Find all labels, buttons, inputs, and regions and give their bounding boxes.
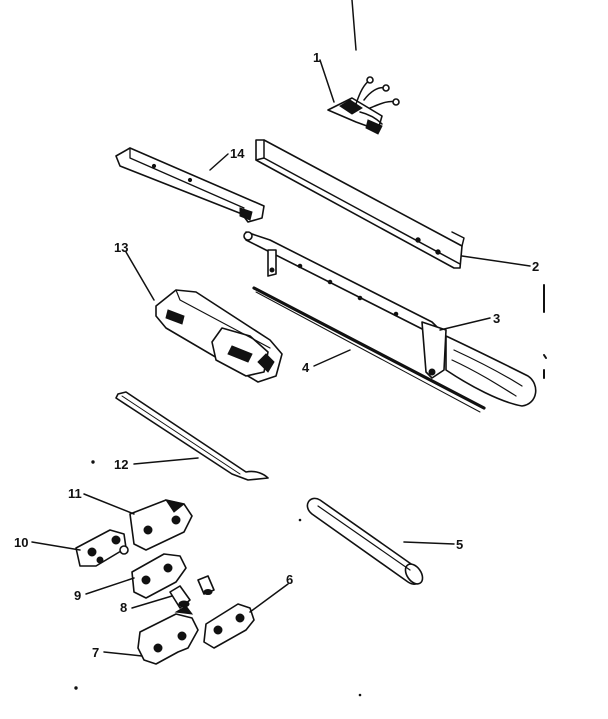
label-2: 2 [532,259,539,274]
label-13: 13 [114,240,128,255]
scan-marks [74,0,547,697]
part-4-rod [252,286,486,413]
part-5-sleeve [306,497,424,585]
label-10: 10 [14,535,28,550]
label-1: 1 [313,50,320,65]
label-5: 5 [456,537,463,552]
part-14-channel-arm [115,147,265,223]
label-3: 3 [493,311,500,326]
label-9: 9 [74,588,81,603]
part-9-plate [131,553,187,599]
part-6-link-plate [203,603,255,649]
part-12-spring-strip [115,391,269,481]
label-14: 14 [230,146,245,161]
label-4: 4 [302,360,310,375]
callout-labels: 1 14 2 3 4 5 6 7 8 9 10 11 12 13 [14,50,539,660]
label-8: 8 [120,600,127,615]
label-11: 11 [68,486,82,501]
leader-lines [31,59,531,657]
label-6: 6 [286,572,293,587]
part-13-socket-tube [155,289,283,383]
part-10-bolted-plate [75,529,129,567]
part-11-tab-plate [129,499,193,551]
label-12: 12 [114,457,128,472]
part-7-notched-plate [137,605,199,665]
part-1-wire-bracket [327,76,400,135]
part-8-pins [169,575,215,609]
part-3-handle-assembly [243,231,537,407]
label-7: 7 [92,645,99,660]
part-2-cover-panel [255,139,465,269]
